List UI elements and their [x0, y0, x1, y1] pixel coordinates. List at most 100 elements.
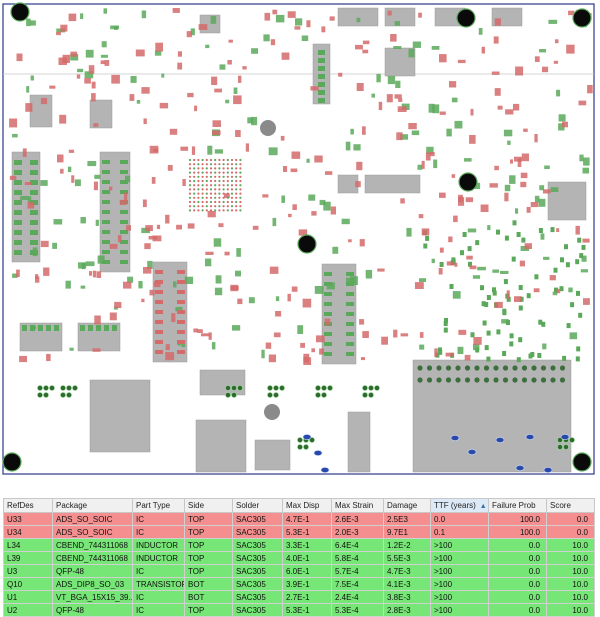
pad: [155, 300, 163, 304]
column-header[interactable]: Solder: [232, 498, 283, 513]
pad: [462, 232, 467, 237]
table-cell: 0.0: [546, 525, 595, 539]
through-hole: [557, 444, 563, 450]
pad: [506, 296, 511, 302]
component-body: [384, 7, 416, 27]
pad: [324, 292, 332, 296]
column-header[interactable]: Score: [546, 498, 595, 513]
pad: [497, 105, 503, 110]
table-cell: 0.0: [488, 551, 547, 565]
via: [235, 167, 238, 170]
pad: [319, 348, 324, 355]
pad: [439, 111, 446, 115]
column-header[interactable]: Damage: [383, 498, 431, 513]
via: [214, 184, 217, 187]
pad: [155, 42, 163, 52]
pad: [270, 39, 276, 46]
column-header[interactable]: Max Disp: [282, 498, 332, 513]
pad: [542, 66, 549, 73]
pad: [520, 181, 527, 188]
pad: [324, 272, 332, 276]
pad: [418, 12, 422, 18]
pad: [14, 230, 22, 235]
pad: [102, 210, 110, 214]
pad: [394, 21, 401, 26]
pad: [40, 97, 48, 105]
column-header[interactable]: Max Strain: [331, 498, 384, 513]
pad: [515, 208, 519, 214]
pad: [205, 258, 212, 267]
pad: [245, 143, 249, 152]
pad: [233, 95, 242, 105]
pad: [141, 87, 150, 94]
through-hole: [273, 385, 279, 391]
pad: [120, 210, 128, 214]
via: [201, 205, 204, 208]
connector-pin: [559, 365, 566, 371]
through-hole: [37, 392, 43, 398]
connector-pin: [483, 377, 490, 383]
column-header[interactable]: Side: [184, 498, 233, 513]
pad: [414, 282, 424, 289]
pad: [155, 340, 163, 344]
column-header[interactable]: Package: [52, 498, 133, 513]
pad: [489, 183, 498, 188]
pad: [539, 185, 545, 191]
pad: [298, 229, 308, 236]
pad: [177, 330, 185, 334]
via: [205, 200, 208, 204]
pad: [446, 261, 454, 266]
table-cell: SAC305: [232, 512, 283, 526]
connector-pin: [521, 365, 528, 371]
pad: [423, 243, 428, 249]
pad: [207, 210, 216, 218]
via: [235, 179, 238, 183]
pad: [165, 214, 170, 224]
pad: [464, 354, 471, 361]
pad: [30, 230, 38, 235]
pad: [466, 255, 473, 260]
pad: [223, 193, 230, 198]
pcb-board-view[interactable]: [0, 0, 600, 480]
pad: [141, 10, 147, 19]
pad: [165, 352, 175, 361]
via: [230, 192, 234, 195]
pad: [362, 126, 366, 135]
pad: [148, 235, 158, 240]
component-body: [254, 439, 291, 471]
via: [188, 209, 192, 212]
table-cell: 4.7E-3: [383, 564, 431, 578]
pad: [400, 134, 408, 140]
pad: [473, 343, 480, 351]
pad: [464, 158, 472, 162]
pad: [465, 197, 474, 203]
pad: [393, 46, 402, 49]
pad: [173, 281, 177, 288]
pad: [324, 352, 332, 356]
table-cell: 9.7E1: [383, 525, 431, 539]
pad: [57, 154, 64, 163]
through-hole: [273, 392, 279, 398]
pad: [272, 9, 278, 15]
table-cell: L34: [3, 538, 53, 552]
column-header[interactable]: Part Type: [132, 498, 185, 513]
pad: [219, 64, 226, 70]
pad: [94, 174, 101, 179]
pad: [120, 250, 128, 254]
pad: [225, 99, 230, 104]
pad: [268, 354, 276, 363]
column-header[interactable]: Failure Prob: [488, 498, 547, 513]
column-header[interactable]: RefDes: [3, 498, 53, 513]
table-cell: 2.8E-3: [383, 603, 431, 617]
column-header[interactable]: TTF (years)▲: [430, 498, 489, 513]
pad: [161, 73, 165, 78]
connector-pin: [445, 365, 452, 371]
